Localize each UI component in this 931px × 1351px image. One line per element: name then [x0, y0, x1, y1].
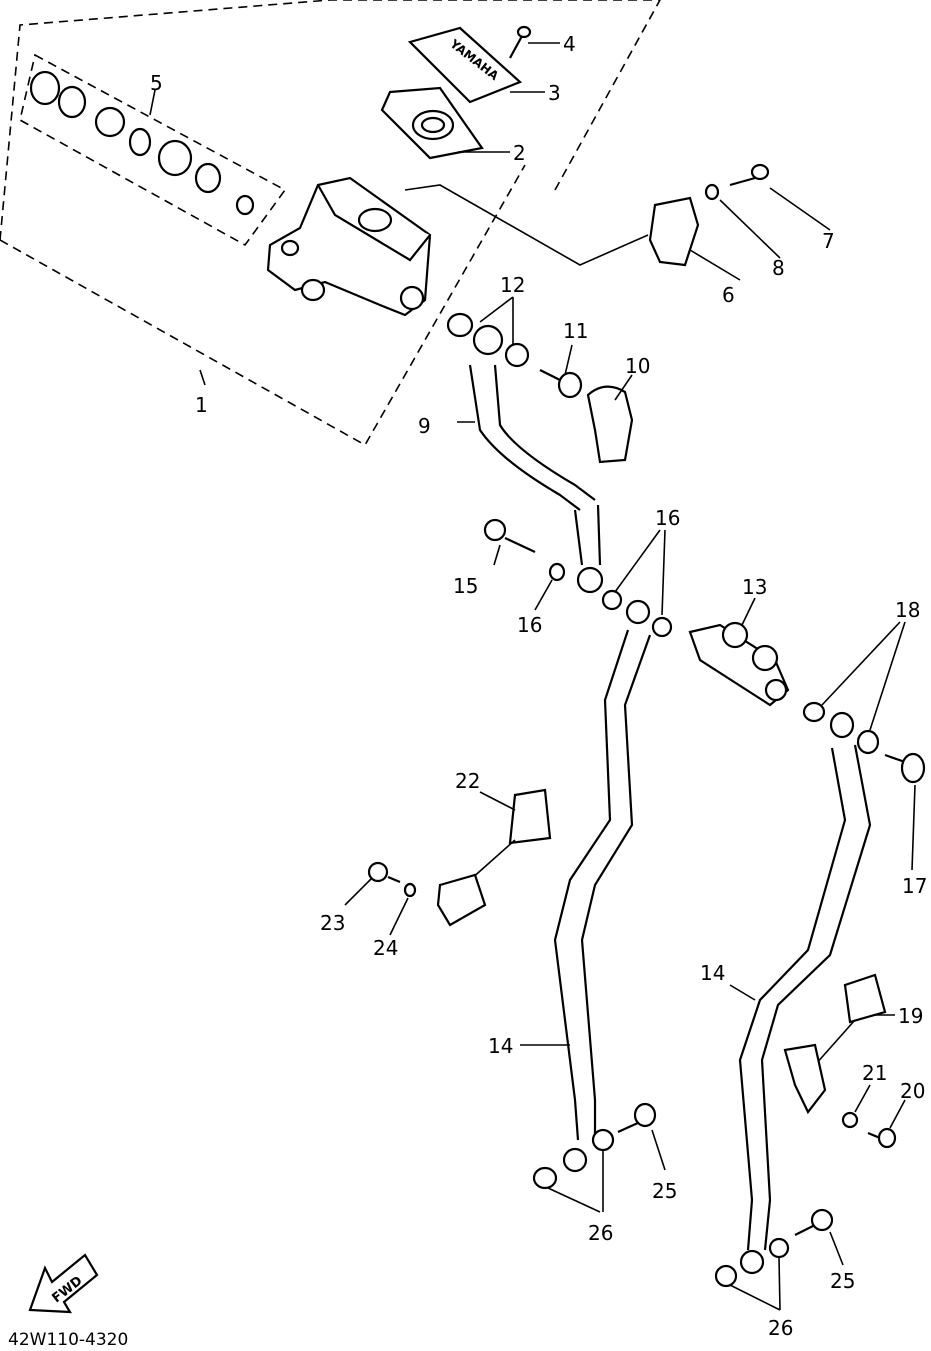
callout-25-right: 25 [830, 1269, 855, 1293]
callout-5: 5 [150, 71, 163, 95]
callout-16-top: 16 [655, 506, 680, 530]
callout-6: 6 [722, 283, 735, 307]
union-bolt-right [884, 752, 926, 784]
callout-21: 21 [862, 1061, 887, 1085]
callout-7: 7 [822, 229, 835, 253]
assembly-5-boundary [19, 53, 287, 247]
union-washers-middle [548, 562, 673, 638]
union-washers-right [802, 701, 880, 755]
callout-8: 8 [772, 256, 785, 280]
callout-14-right: 14 [700, 961, 725, 985]
cap-screw [509, 25, 532, 59]
forward-arrow: FWD [28, 1253, 99, 1314]
clamp-bolt-right [867, 1127, 897, 1149]
callout-26-right: 26 [768, 1316, 793, 1340]
brake-hose-upper [468, 324, 604, 594]
callout-10: 10 [625, 354, 650, 378]
callout-2: 2 [513, 141, 526, 165]
callout-1: 1 [195, 393, 208, 417]
callout-23: 23 [320, 911, 345, 935]
holder-washer [704, 183, 720, 201]
union-washers-upper [446, 312, 530, 368]
clamp-washer-left [403, 882, 417, 898]
callout-25-left: 25 [652, 1179, 677, 1203]
callout-11: 11 [563, 319, 588, 343]
callout-13: 13 [742, 575, 767, 599]
callout-12: 12 [500, 273, 525, 297]
union-bolt-upper [539, 369, 583, 399]
reservoir-diaphragm [380, 86, 484, 160]
callout-14-left: 14 [488, 1034, 513, 1058]
leader-lines [149, 42, 916, 1311]
union-bolt-middle [483, 518, 536, 553]
callout-24: 24 [373, 936, 398, 960]
callout-19: 19 [898, 1004, 923, 1028]
assembly-1-boundary [0, 0, 661, 447]
callout-3: 3 [548, 81, 561, 105]
callout-9: 9 [418, 414, 431, 438]
clamp-washer-right [841, 1111, 859, 1129]
callout-20: 20 [900, 1079, 925, 1103]
hose-clamp-right [783, 973, 887, 1115]
brake-hose-right [738, 744, 872, 1275]
hose-clamp-left [436, 788, 552, 927]
brake-hose-left [553, 599, 652, 1173]
clamp-bolt-left [367, 861, 401, 884]
callout-18: 18 [895, 598, 920, 622]
callout-15: 15 [453, 574, 478, 598]
holder-bolt [729, 163, 770, 187]
brake-hose-joint [688, 621, 790, 707]
callout-labels: 1 2 3 4 5 6 7 8 9 10 11 12 13 14 14 15 1… [150, 32, 927, 1340]
callout-4: 4 [563, 32, 576, 56]
caliper-union-right [714, 1208, 834, 1288]
piston-kit [29, 70, 255, 216]
callout-22: 22 [455, 769, 480, 793]
master-cylinder-body [266, 176, 432, 317]
cylinder-holder [648, 196, 700, 267]
caliper-union-left [532, 1102, 657, 1190]
diagram-code: 42W110-4320 [8, 1330, 128, 1350]
callout-17: 17 [902, 874, 927, 898]
union-bolt-cover [586, 385, 634, 464]
callout-16-bottom: 16 [517, 613, 542, 637]
callout-26-left: 26 [588, 1221, 613, 1245]
